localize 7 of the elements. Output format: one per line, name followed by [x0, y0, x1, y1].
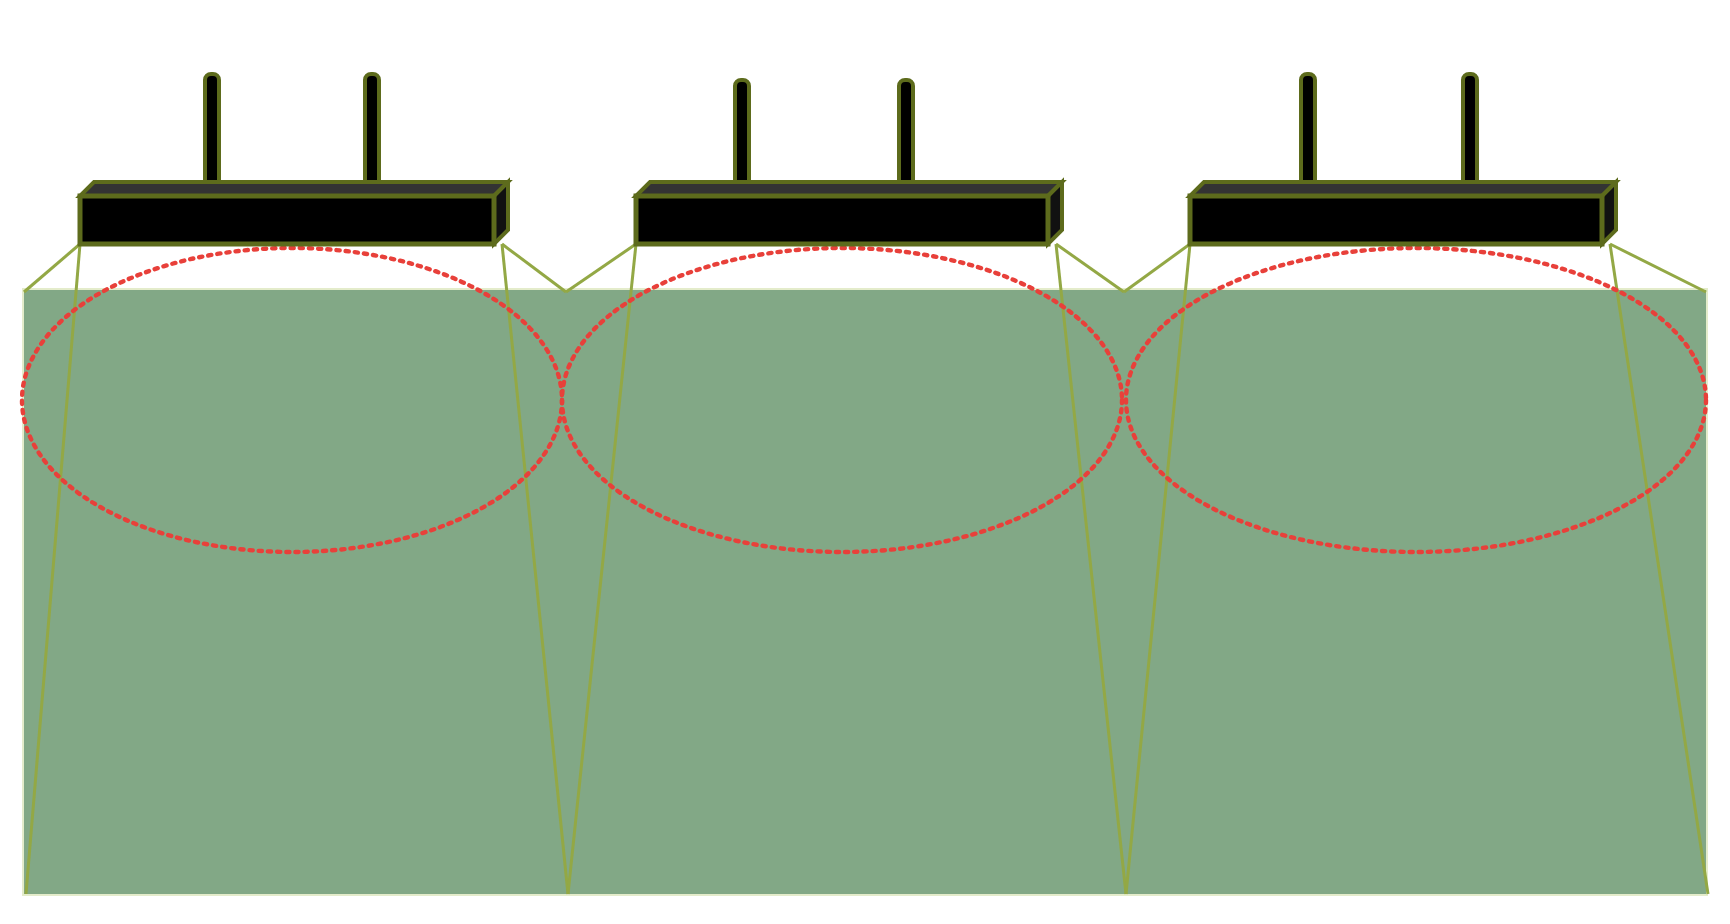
antenna-device — [1186, 70, 1620, 248]
coverage-ellipse — [18, 244, 566, 556]
coverage-ellipse — [1122, 244, 1710, 556]
field-area — [22, 288, 1708, 896]
antenna-device — [632, 76, 1066, 248]
coverage-ellipse — [558, 244, 1126, 556]
antenna-device — [76, 70, 512, 248]
